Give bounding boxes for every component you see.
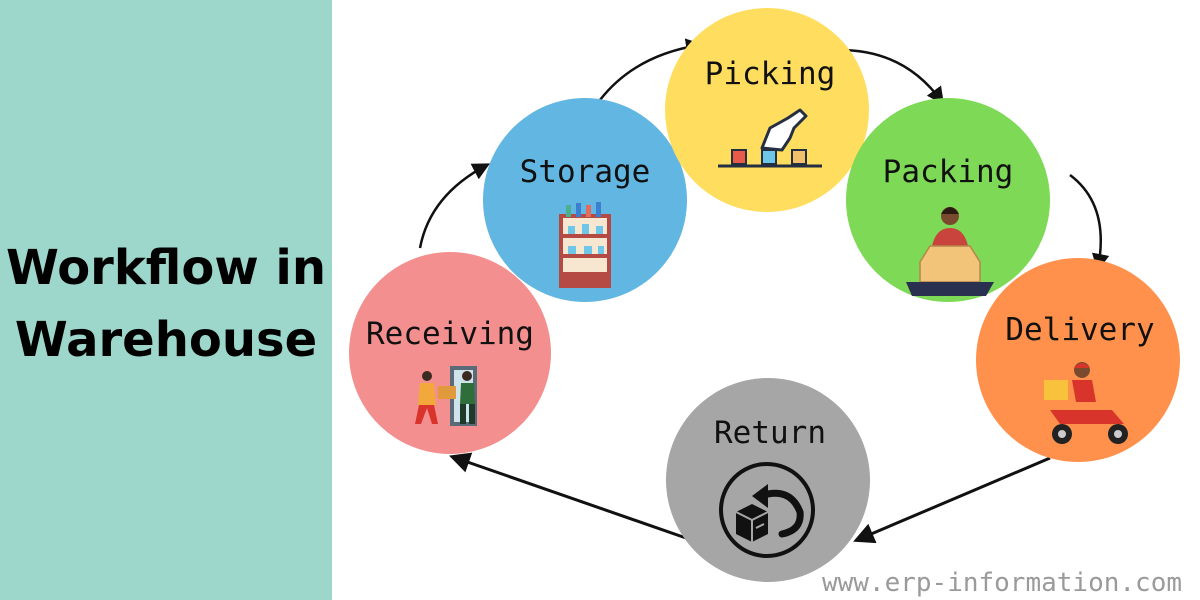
step-storage: Storage (483, 98, 687, 302)
delivery-scooter-icon (1044, 362, 1128, 444)
step-label-return: Return (714, 415, 826, 451)
picking-hand-icon (718, 108, 822, 168)
packing-worker-icon (906, 207, 994, 296)
receiving-icon (415, 366, 477, 426)
page-title: Workflow in Warehouse (0, 232, 332, 376)
watermark-url: www.erp-information.com (821, 568, 1182, 598)
sidebar-panel (0, 0, 332, 600)
step-label-receiving: Receiving (366, 316, 534, 352)
title-line-1: Workflow in (5, 240, 327, 296)
title-line-2: Warehouse (14, 312, 318, 368)
arrow-return-to-receiving (449, 452, 687, 540)
step-picking: Picking (665, 8, 869, 212)
shelf-icon (559, 202, 611, 288)
step-label-packing: Packing (883, 154, 1014, 190)
arrow-picking-to-packing (839, 48, 945, 105)
arrow-receiving-to-storage (418, 163, 491, 249)
step-label-picking: Picking (705, 56, 836, 92)
step-label-storage: Storage (520, 154, 651, 190)
step-receiving: Receiving (349, 252, 551, 454)
step-packing: Packing (846, 98, 1050, 302)
step-delivery: Delivery (976, 258, 1180, 462)
arrow-packing-to-delivery (1069, 174, 1110, 272)
step-return: Return (666, 378, 870, 582)
step-label-delivery: Delivery (1005, 312, 1154, 348)
arrow-delivery-to-return (853, 456, 1051, 544)
return-box-icon (719, 462, 815, 558)
